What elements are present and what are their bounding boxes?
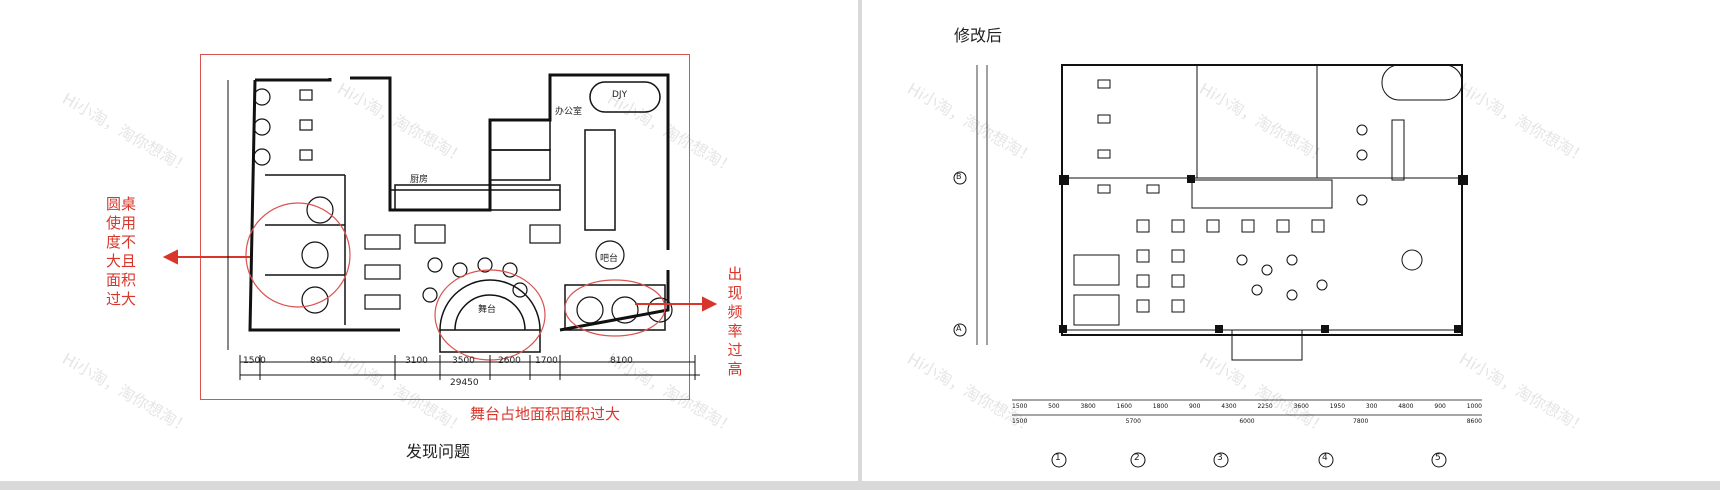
plan-dim: 1500	[243, 356, 266, 366]
dim: 500	[1048, 403, 1060, 410]
dim: 2250	[1257, 403, 1273, 410]
dim: 4800	[1398, 403, 1414, 410]
dim: 6000	[1239, 418, 1255, 425]
dim: 300	[1365, 403, 1378, 410]
room-label-dj: DJY	[612, 90, 628, 100]
plan-dim: 2600	[498, 356, 521, 366]
row-label: B	[956, 172, 962, 181]
dim: 3800	[1080, 403, 1096, 410]
problem-highlight-box	[200, 54, 690, 400]
slide-before: Hi小淘，淘你想淘！ Hi小淘，淘你想淘！ Hi小淘，淘你想淘！ Hi小淘，淘你…	[0, 0, 858, 481]
plan-dim-total: 29450	[450, 378, 479, 388]
plan-dim: 8950	[310, 356, 333, 366]
dims-top-row: 1500 500 3800 1600 1800 900 4300 2250 36…	[1012, 403, 1482, 410]
dim: 1800	[1152, 403, 1169, 410]
plan-dim: 3500	[452, 356, 475, 366]
dim: 3600	[1293, 403, 1309, 410]
dim: 1950	[1329, 403, 1346, 410]
dim: 5700	[1125, 418, 1141, 425]
row-label: A	[956, 324, 962, 333]
note-round-tables: 圆桌使用度不大且面积过大	[105, 195, 136, 308]
grid-label: 5	[1435, 453, 1441, 463]
dim: 1500	[1012, 418, 1028, 425]
note-frequency: 出现频率过高	[727, 265, 743, 378]
dim: 7800	[1353, 418, 1369, 425]
room-label-kitchen: 厨房	[410, 175, 429, 185]
room-label-office: 办公室	[555, 107, 583, 117]
grid-label: 4	[1322, 453, 1328, 463]
slide-after: Hi小淘，淘你想淘！ Hi小淘，淘你想淘！ Hi小淘，淘你想淘！ Hi小淘，淘你…	[862, 0, 1720, 481]
grid-label: 2	[1134, 453, 1140, 463]
plan-dim: 8100	[610, 356, 633, 366]
grid-label: 3	[1217, 453, 1223, 463]
grid-label: 1	[1055, 453, 1061, 463]
plan-dim: 1700	[535, 356, 558, 366]
dim: 8600	[1466, 418, 1482, 425]
plan-dim: 3100	[405, 356, 428, 366]
dim: 1500	[1012, 403, 1028, 410]
dim: 4300	[1221, 403, 1237, 410]
dim: 900	[1434, 403, 1446, 410]
note-stage-area: 舞台占地面积面积过大	[470, 405, 621, 423]
room-label-bar: 吧台	[600, 254, 619, 264]
floor-plan-before	[162, 73, 718, 380]
floor-plan-after	[953, 64, 1482, 468]
caption-before: 发现问题	[406, 442, 471, 461]
dims-bottom-row: 1500 5700 6000 7800 8600	[1012, 418, 1482, 425]
dim: 1600	[1116, 403, 1132, 410]
dim: 900	[1188, 403, 1201, 410]
room-label-stage: 舞台	[478, 305, 497, 315]
dim: 1000	[1466, 403, 1482, 410]
caption-after: 修改后	[954, 26, 1003, 45]
